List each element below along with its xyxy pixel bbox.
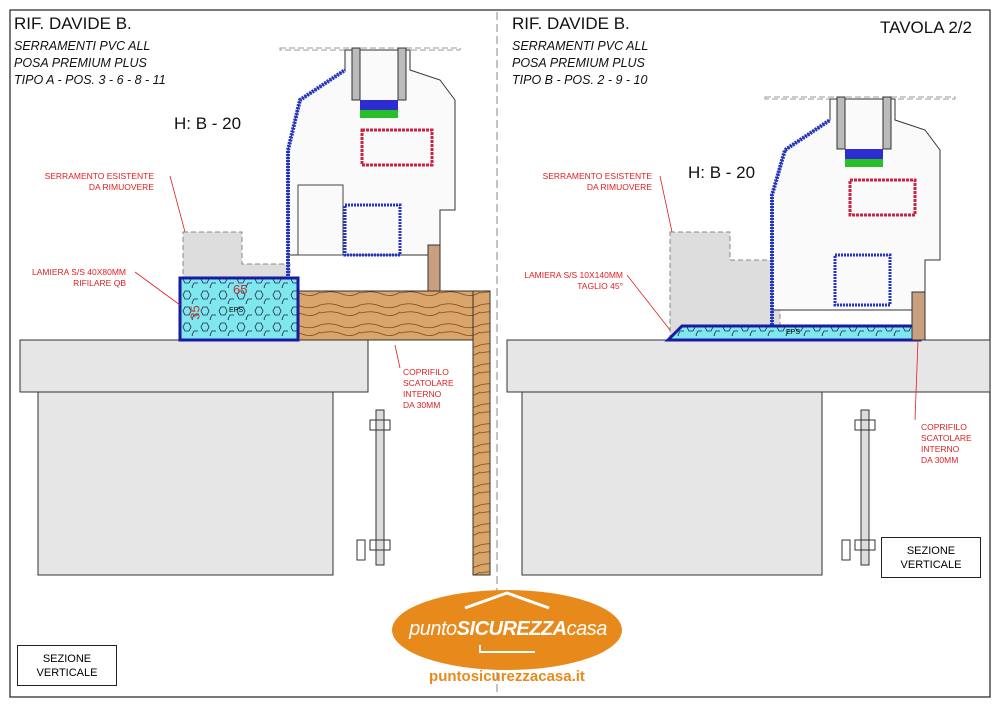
sill-slab <box>19 339 369 393</box>
eps-label: EPS <box>786 329 801 336</box>
window-profile <box>771 98 941 325</box>
window-profile <box>287 49 456 276</box>
logo-part: casa <box>566 618 608 640</box>
right-section-box: SEZIONE VERTICALE <box>881 537 981 578</box>
logo-url[interactable]: puntosicurezzacasa.it <box>429 668 585 685</box>
label-line: DA RIMUOVERE <box>88 182 154 192</box>
label-line: SERRAMENTO ESISTENTE <box>542 171 652 181</box>
left-spec-line3: TIPO A - POS. 3 - 6 - 8 - 11 <box>14 73 166 87</box>
label-line: SEZIONE <box>906 545 956 557</box>
label-line: TAGLIO 45° <box>577 281 623 291</box>
left-detail <box>19 47 491 576</box>
label-line: COPRIFILO <box>403 367 449 377</box>
label-line: SCATOLARE <box>403 378 454 388</box>
existing-frame <box>669 231 781 341</box>
label-line: DA 30MM <box>921 455 959 465</box>
existing-frame <box>182 231 291 279</box>
dim-width: 65 <box>233 282 248 297</box>
eps-label: EPS <box>229 307 244 314</box>
eps-insulation <box>178 276 300 342</box>
label-line: VERTICALE <box>36 667 98 679</box>
right-spec-line3: TIPO B - POS. 2 - 9 - 10 <box>512 73 648 87</box>
logo-wordmark: puntoSICUREZZAcasa <box>403 618 613 641</box>
left-spec-line2: POSA PREMIUM PLUS <box>14 56 147 70</box>
radiator-right <box>841 409 876 566</box>
right-detail <box>506 96 991 576</box>
logo-part: SICUREZZA <box>456 618 567 640</box>
left-spec: SERRAMENTI PVC ALL POSA PREMIUM PLUS TIP… <box>14 38 166 89</box>
dim-height: 35 <box>187 305 203 320</box>
left-height-label: H: B - 20 <box>174 114 242 133</box>
left-spec-line1: SERRAMENTI PVC ALL <box>14 39 151 53</box>
label-line: DA 30MM <box>403 400 441 410</box>
wood-trim-vertical <box>472 290 491 576</box>
label-line: COPRIFILO <box>921 422 967 432</box>
label-line: LAMIERA S/S 40X80MM <box>31 267 126 277</box>
right-spec-line1: SERRAMENTI PVC ALL <box>512 39 649 53</box>
label-line: VERTICALE <box>900 559 962 571</box>
logo <box>392 590 622 670</box>
label-line: INTERNO <box>403 389 442 399</box>
sheet-number: TAVOLA 2/2 <box>880 18 972 37</box>
left-reference: RIF. DAVIDE B. <box>14 14 132 33</box>
logo-part: punto <box>409 618 457 640</box>
label-line: RIFILARE QB <box>73 278 126 288</box>
wall <box>521 391 823 576</box>
label-line: LAMIERA S/S 10X140MM <box>524 270 623 280</box>
wood-trim-horizontal <box>297 290 491 341</box>
right-spec: SERRAMENTI PVC ALL POSA PREMIUM PLUS TIP… <box>512 38 648 89</box>
label-line: SCATOLARE <box>921 433 972 443</box>
right-height-label: H: B - 20 <box>688 163 756 182</box>
label-line: SERRAMENTO ESISTENTE <box>44 171 154 181</box>
left-section-box: SEZIONE VERTICALE <box>17 645 117 686</box>
label-line: DA RIMUOVERE <box>586 182 652 192</box>
label-line: SEZIONE <box>42 653 92 665</box>
wall <box>37 391 334 576</box>
label-line: INTERNO <box>921 444 960 454</box>
sill-slab <box>506 339 991 393</box>
radiator-left <box>356 409 391 566</box>
right-reference: RIF. DAVIDE B. <box>512 14 630 33</box>
right-spec-line2: POSA PREMIUM PLUS <box>512 56 645 70</box>
